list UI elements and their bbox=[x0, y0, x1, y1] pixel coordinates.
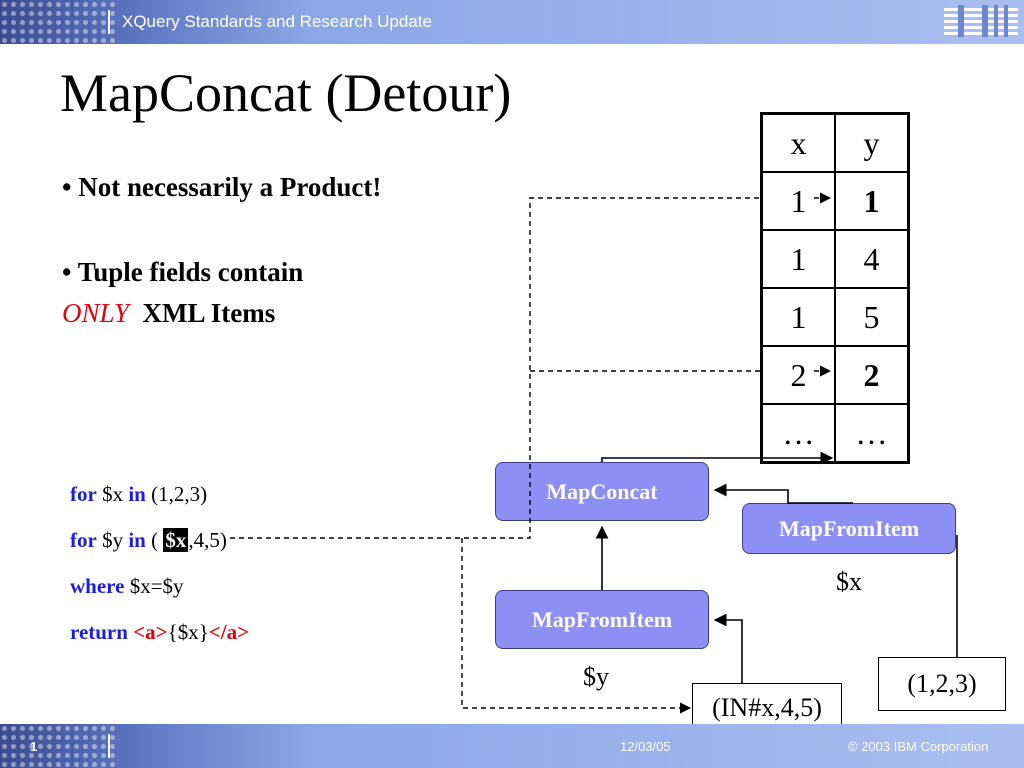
footer-divider bbox=[108, 734, 110, 758]
tag-open: <a> bbox=[127, 620, 168, 644]
page-number: 1 bbox=[30, 739, 38, 754]
cell-y: 5 bbox=[834, 287, 910, 347]
cell-x: 2 bbox=[760, 345, 836, 405]
header-x: x bbox=[760, 112, 836, 173]
keyword-for: for bbox=[70, 482, 97, 506]
edge-mapfromitem-right bbox=[713, 483, 853, 504]
edge-source-y bbox=[713, 613, 743, 683]
table-header-row: x y bbox=[760, 112, 910, 173]
table-row: 1 1 bbox=[760, 171, 910, 231]
keyword-return: return bbox=[70, 620, 128, 644]
tuple-table: x y 1 1 1 4 1 5 2 2 … … bbox=[760, 112, 910, 464]
code-seq: ,4,5) bbox=[188, 528, 227, 552]
ibm-logo bbox=[944, 5, 1018, 37]
keyword-in: in bbox=[128, 528, 146, 552]
table-row: 2 2 bbox=[760, 345, 910, 405]
cell-y: 2 bbox=[834, 345, 910, 405]
footer-dot-pattern bbox=[0, 724, 115, 768]
table-row: … … bbox=[760, 403, 910, 464]
code-condition: $x=$y bbox=[124, 574, 184, 598]
dashed-link-row1 bbox=[230, 197, 760, 539]
header-title: XQuery Standards and Research Update bbox=[122, 12, 432, 31]
code-paren: ( bbox=[145, 528, 164, 552]
code-seq: (1,2,3) bbox=[145, 482, 208, 506]
bullet-xml-items: ONLY XML Items bbox=[62, 298, 275, 329]
code-line-return: return <a>{$x}</a> bbox=[70, 620, 249, 645]
header-dot-pattern bbox=[0, 0, 115, 44]
keyword-where: where bbox=[70, 574, 125, 598]
cell-y: … bbox=[834, 403, 910, 464]
header-banner: XQuery Standards and Research Update bbox=[0, 0, 1024, 44]
cell-y: 1 bbox=[834, 171, 910, 231]
footer-copyright: © 2003 IBM Corporation bbox=[848, 739, 989, 754]
header-y: y bbox=[834, 112, 910, 173]
footer-date: 12/03/05 bbox=[620, 739, 671, 754]
table-row: 1 5 bbox=[760, 287, 910, 347]
code-line-for-x: for $x in (1,2,3) bbox=[70, 482, 207, 507]
code-var: $y bbox=[96, 528, 129, 552]
return-expr: {$x} bbox=[167, 620, 209, 644]
cell-x: 1 bbox=[760, 287, 836, 347]
code-line-where: where $x=$y bbox=[70, 574, 184, 599]
slide-title: MapConcat (Detour) bbox=[60, 63, 512, 123]
highlighted-x-var: $x bbox=[163, 528, 189, 552]
keyword-in: in bbox=[128, 482, 146, 506]
cell-x: 1 bbox=[760, 229, 836, 289]
table-row: 1 4 bbox=[760, 229, 910, 289]
tag-close: </a> bbox=[208, 620, 250, 644]
mapfromitem-right-box: MapFromItem bbox=[742, 503, 956, 554]
footer-banner: 1 12/03/05 © 2003 IBM Corporation bbox=[0, 724, 1024, 768]
bullet-not-product: • Not necessarily a Product! bbox=[62, 172, 382, 202]
bullet-tuple-fields: • Tuple fields contain bbox=[62, 257, 304, 287]
mapfromitem-left-box: MapFromItem bbox=[495, 590, 709, 649]
xml-items-text: XML Items bbox=[142, 298, 276, 328]
edge-mapconcat-output bbox=[601, 451, 834, 465]
code-var: $x bbox=[96, 482, 129, 506]
source-x-box: (1,2,3) bbox=[878, 657, 1006, 711]
header-divider bbox=[108, 10, 110, 34]
cell-y: 4 bbox=[834, 229, 910, 289]
var-x-label: $x bbox=[836, 567, 862, 596]
code-line-for-y: for $y in ( $x,4,5) bbox=[70, 528, 227, 553]
only-emphasis: ONLY bbox=[62, 298, 129, 328]
keyword-for: for bbox=[70, 528, 97, 552]
var-y-label: $y bbox=[583, 662, 609, 691]
dashed-link-in-x bbox=[461, 538, 692, 714]
